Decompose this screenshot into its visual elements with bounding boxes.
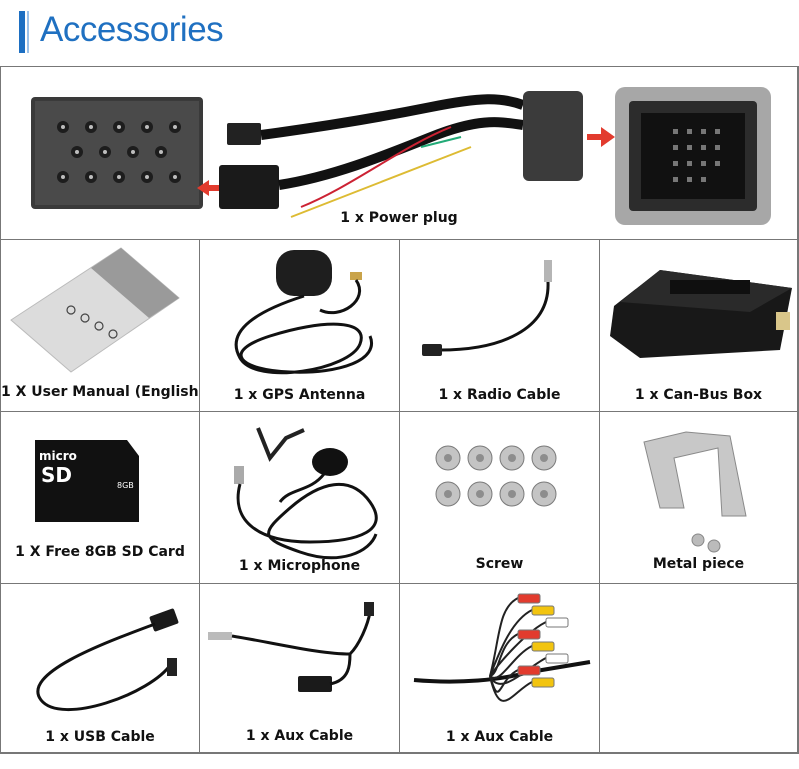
rca-plug	[531, 605, 555, 616]
sd-card-image: micro SD 8GB	[35, 440, 139, 522]
rca-plug	[545, 617, 569, 628]
item-caption: 1 x Radio Cable	[438, 387, 561, 403]
page-header: Accessories	[0, 0, 799, 66]
item-usb-cable: 1 x USB Cable	[1, 584, 200, 753]
rca-cable-trunk	[413, 660, 591, 684]
item-caption: 1 x Aux Cable	[445, 729, 554, 745]
screw-icon	[467, 481, 493, 507]
item-caption: Metal piece	[652, 556, 745, 572]
empty-cell	[600, 584, 798, 753]
item-sd-card: micro SD 8GB 1 X Free 8GB SD Card	[1, 412, 200, 584]
item-metal-piece: Metal piece	[600, 412, 798, 584]
screw-icon	[435, 481, 461, 507]
item-gps-antenna: 1 x GPS Antenna	[200, 240, 400, 412]
rca-wire	[489, 645, 533, 679]
aux-cable-image	[208, 602, 374, 692]
rca-plug	[517, 629, 541, 640]
item-caption: Screw	[475, 556, 524, 572]
rca-plug	[531, 641, 555, 652]
metal-piece-image	[643, 431, 747, 553]
item-caption: 1 x GPS Antenna	[233, 387, 366, 403]
screw-image	[435, 445, 557, 507]
rca-plug	[545, 653, 569, 664]
sd-brand-top: micro	[39, 449, 77, 463]
rca-wire	[489, 657, 547, 685]
rca-plug	[517, 665, 541, 676]
item-caption: 1 x Can-Bus Box	[634, 387, 763, 403]
gps-antenna-image	[234, 250, 374, 375]
power-plug-image	[31, 87, 771, 225]
item-radio-cable: 1 x Radio Cable	[400, 240, 600, 412]
header-accent-bar	[19, 11, 25, 53]
item-screw: Screw	[400, 412, 600, 584]
item-user-manual: 1 X User Manual (English)	[1, 240, 200, 412]
microphone-image	[234, 427, 378, 560]
item-caption: 1 X User Manual (English)	[1, 384, 200, 400]
page-title: Accessories	[40, 10, 224, 49]
rca-wire	[489, 633, 519, 677]
rca-plug	[517, 593, 541, 604]
rca-plug	[531, 677, 555, 688]
item-aux-cable-1: 1 x Aux Cable	[200, 584, 400, 753]
rca-wire	[489, 609, 533, 677]
rca-wire	[489, 597, 519, 677]
item-caption: 1 x Aux Cable	[245, 728, 354, 744]
user-manual-image	[10, 247, 180, 373]
sd-brand-logo: SD	[41, 463, 72, 487]
sd-capacity: 8GB	[117, 481, 134, 490]
screw-icon	[499, 481, 525, 507]
header-accent-bar-light	[27, 11, 29, 53]
rca-wire	[489, 675, 533, 702]
rca-cable-image	[413, 593, 591, 702]
item-canbus-box: 1 x Can-Bus Box	[600, 240, 798, 412]
screw-icon	[499, 445, 525, 471]
item-caption: 1 X Free 8GB SD Card	[15, 544, 185, 560]
canbus-box-image	[610, 270, 792, 358]
screw-icon	[531, 445, 557, 471]
item-power-plug: 1 x Power plug	[1, 67, 798, 240]
screw-icon	[531, 481, 557, 507]
accessories-grid: 1 x Power plug 1 X User Manual (English)…	[0, 66, 799, 754]
screw-icon	[467, 445, 493, 471]
item-aux-cable-2: 1 x Aux Cable	[400, 584, 600, 753]
screw-icon	[435, 445, 461, 471]
radio-cable-image	[422, 260, 552, 356]
usb-cable-image	[36, 608, 179, 711]
rca-wire	[489, 621, 547, 677]
item-caption: 1 x Microphone	[238, 558, 361, 574]
item-microphone: 1 x Microphone	[200, 412, 400, 584]
item-caption: 1 x USB Cable	[45, 729, 155, 745]
item-caption: 1 x Power plug	[340, 210, 458, 226]
